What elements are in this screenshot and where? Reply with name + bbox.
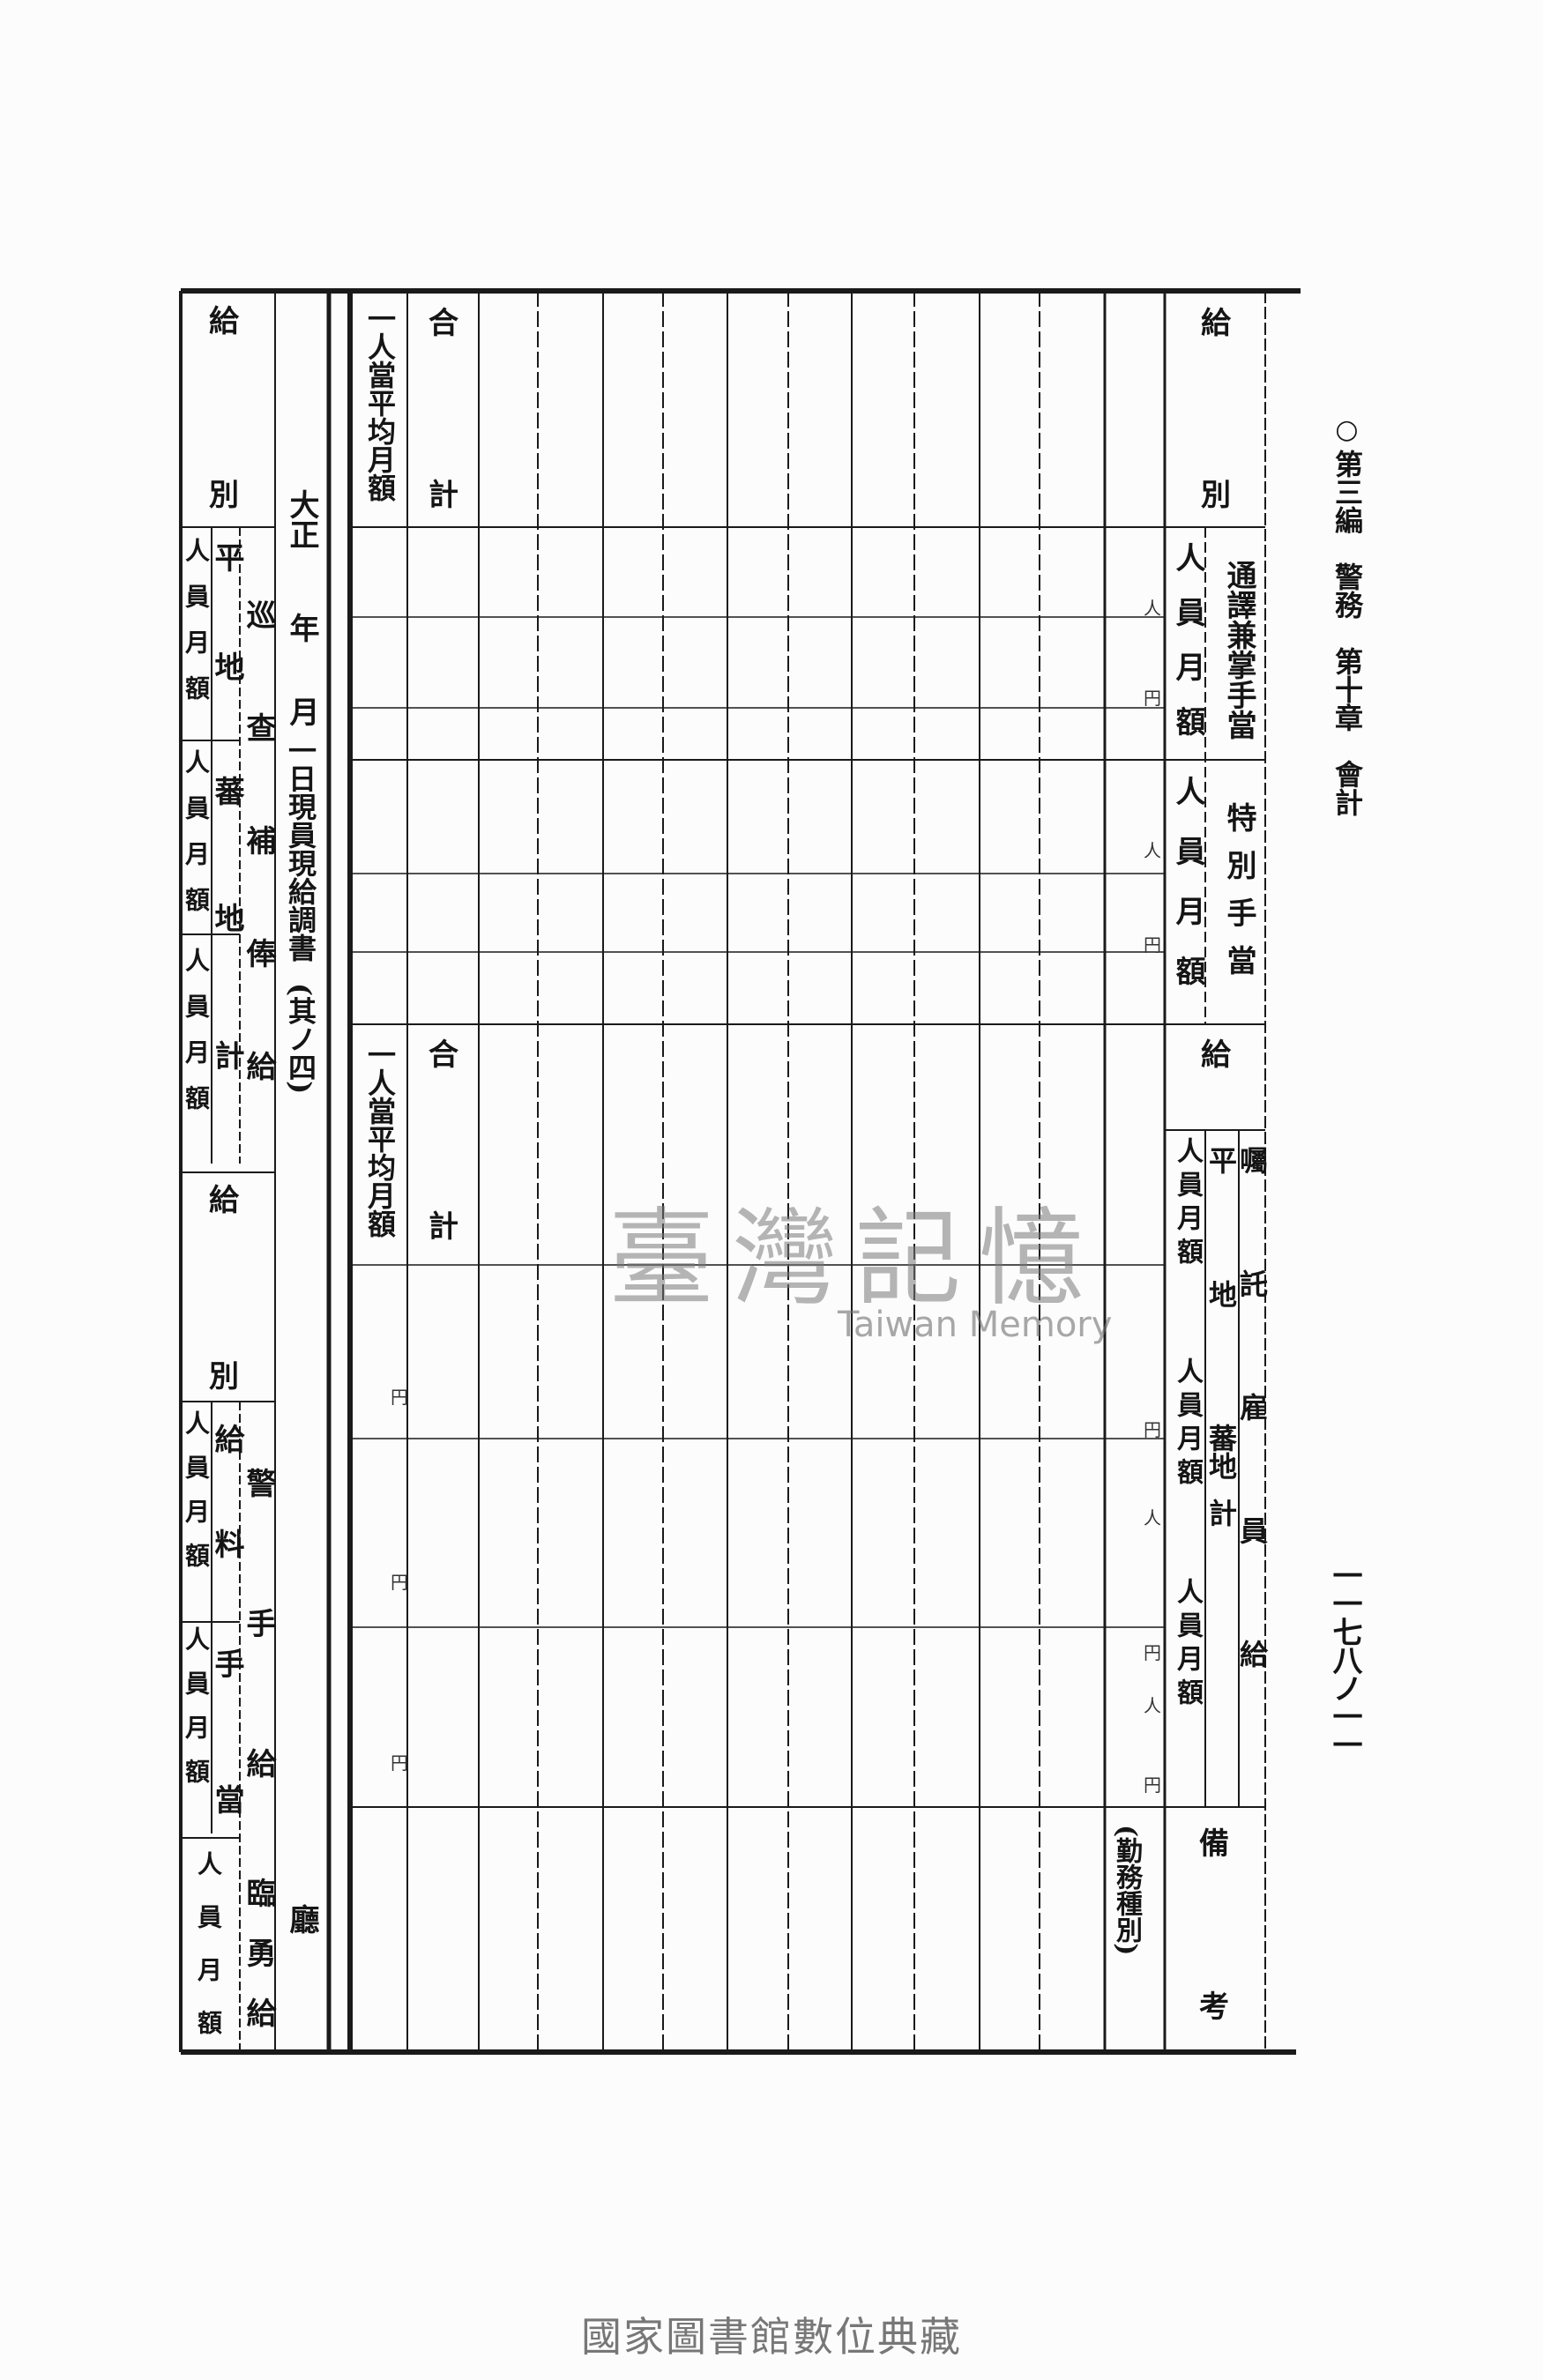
cell-label: 人員月額 <box>1172 1357 1203 1491</box>
extra-category-label: 臨勇給 <box>241 1878 276 2057</box>
betsu-label: 別 <box>209 478 239 513</box>
cell-label: 人員月額 <box>182 1410 211 1587</box>
document-title: 一日現員現給調書 <box>284 736 317 962</box>
watermark-logo-en: Taiwan Memory <box>838 1305 1113 1345</box>
year-label: 年 <box>284 613 319 643</box>
remarks-label-a: 備 <box>1199 1826 1229 1862</box>
category-label: 巡查補俸給 <box>241 599 276 1164</box>
unit-person: 人 <box>1144 598 1161 619</box>
unit-person: 人 <box>1144 840 1161 861</box>
footer-attribution: 國家圖書館數位典藏 <box>581 2313 962 2361</box>
month-label: 月 <box>284 696 319 726</box>
kyu-label: 給 <box>1201 306 1231 341</box>
duty-type-label: (勤務種別) <box>1111 1825 1142 1956</box>
row-label-aboriginal: 蕃地 <box>209 776 244 1030</box>
row-label-total: 計 <box>1204 1499 1238 1588</box>
row-label-flatland: 平地 <box>209 542 244 761</box>
row-label-aboriginal: 蕃地 <box>1204 1424 1238 1480</box>
unit-yen: 円 <box>1144 1642 1161 1663</box>
row-label-flatland: 平地 <box>1204 1146 1238 1414</box>
unit-yen: 円 <box>1144 688 1161 709</box>
special-allowance-label: 特別手當 <box>1221 802 1256 993</box>
total-label-a: 合 <box>429 306 458 341</box>
interpreter-allowance-label: 通譯兼掌手當 <box>1221 560 1256 740</box>
betsu-label: 別 <box>209 1359 239 1395</box>
unit-yen: 円 <box>391 1572 408 1593</box>
unit-yen: 円 <box>391 1752 408 1774</box>
commissioned-employee-label: 囑託雇員給 <box>1235 1146 1269 1763</box>
total-label-b: 計 <box>429 478 458 513</box>
cell-label: 人員月額 <box>1170 776 1205 1015</box>
watermark-logo: 臺灣記憶 <box>608 1198 1102 1320</box>
office-label: 廳 <box>284 1904 319 1934</box>
total-label-b: 計 <box>429 1209 458 1245</box>
page-number: 一一七八ノ一一 <box>1327 1560 1362 1758</box>
average-label: 一人當平均月額 <box>363 304 397 502</box>
category-label: 警手給 <box>241 1468 276 1888</box>
unit-person: 人 <box>1144 1695 1161 1716</box>
chapter-mark: ○ <box>1331 414 1362 445</box>
cell-label: 人員月額 <box>182 1626 211 1803</box>
unit-yen: 円 <box>1144 934 1161 956</box>
era-label: 大正 <box>284 489 319 549</box>
cell-label: 人員月額 <box>1172 1578 1203 1712</box>
cell-label: 人員月額 <box>194 1851 223 2063</box>
remarks-label-b: 考 <box>1199 1990 1229 2025</box>
cell-label: 人員月額 <box>182 749 211 933</box>
cell-label: 人員月額 <box>182 948 211 1131</box>
unit-yen: 円 <box>1144 1774 1161 1796</box>
cell-label: 人員月額 <box>1170 542 1205 761</box>
cell-label: 人員月額 <box>1172 1137 1203 1271</box>
kyu-label: 給 <box>209 1183 239 1218</box>
kyu-label: 給 <box>1201 1038 1231 1073</box>
row-label-salary: 給料 <box>209 1424 244 1633</box>
unit-person: 人 <box>1144 1507 1161 1528</box>
average-label: 一人當平均月額 <box>363 1040 397 1238</box>
row-label-allowance: 手當 <box>209 1648 244 1920</box>
betsu-label: 別 <box>1201 478 1231 513</box>
row-label-total: 計 <box>209 1040 244 1070</box>
kyu-label: 給 <box>209 304 239 339</box>
unit-yen: 円 <box>1144 1419 1161 1440</box>
unit-yen: 円 <box>391 1387 408 1408</box>
total-label-a: 合 <box>429 1038 458 1073</box>
chapter-heading: 第三編 警務 第十章 會計 <box>1331 450 1364 816</box>
cell-label: 人員月額 <box>182 538 211 721</box>
document-part: (其ノ四) <box>284 983 317 1095</box>
